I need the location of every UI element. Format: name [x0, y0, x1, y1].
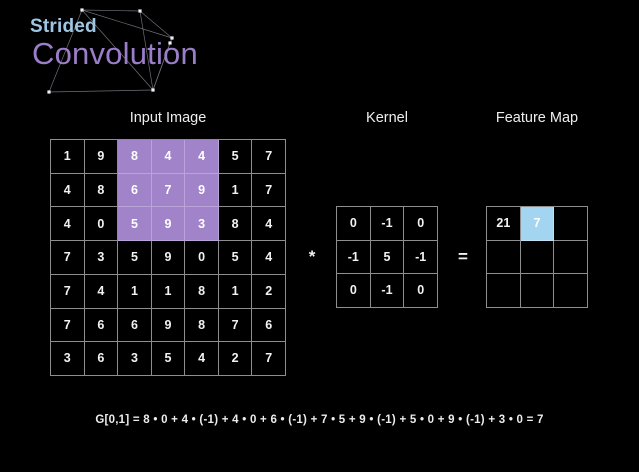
input-image-cell-1-3: 7 [151, 173, 186, 208]
kernel-cell-1-2: -1 [404, 240, 438, 275]
input-image-cell-2-3: 9 [151, 207, 186, 242]
feature-map-cell-0-1: 7 [520, 207, 555, 241]
constellation-node-4 [47, 90, 51, 94]
input-image-cell-1-5: 1 [218, 173, 253, 208]
input-image-cell-4-2: 1 [118, 274, 152, 309]
input-image-cell-1-4: 9 [185, 173, 219, 208]
constellation-node-1 [138, 9, 142, 13]
input-image-cell-3-0: 7 [51, 241, 85, 275]
input-image-cell-3-1: 3 [84, 241, 119, 275]
input-image-cell-1-0: 4 [51, 173, 85, 208]
kernel-cell-1-1: 5 [370, 240, 405, 275]
input-image-cell-4-1: 4 [84, 274, 119, 309]
input-image-cell-0-3: 4 [151, 140, 186, 174]
input-image-cell-5-3: 9 [151, 308, 186, 343]
input-image-cell-6-0: 3 [51, 342, 85, 376]
input-image-cell-0-4: 4 [185, 140, 219, 174]
input-image-cell-3-6: 4 [252, 241, 286, 275]
feature-map-cell-2-0 [487, 274, 521, 308]
input-image-cell-0-5: 5 [218, 140, 253, 174]
constellation-edge-0 [81, 9, 141, 12]
title-line-convolution: Convolution [32, 36, 198, 71]
input-image-cell-1-1: 8 [84, 173, 119, 208]
kernel-cell-2-2: 0 [404, 274, 438, 308]
input-image-cell-4-6: 2 [252, 274, 286, 309]
kernel-cell-2-0: 0 [337, 274, 371, 308]
input-image-cell-4-5: 1 [218, 274, 253, 309]
kernel-cell-0-1: -1 [370, 207, 405, 241]
input-image-cell-5-1: 6 [84, 308, 119, 343]
header-feature-map: Feature Map [495, 110, 579, 126]
kernel-cell-1-0: -1 [337, 240, 371, 275]
input-image-cell-1-2: 6 [118, 173, 152, 208]
equation-caption: G[0,1] = 8 • 0 + 4 • (-1) + 4 • 0 + 6 • … [95, 414, 544, 426]
feature-map-cell-1-2 [554, 240, 588, 275]
kernel-cell-0-2: 0 [404, 207, 438, 241]
input-image-cell-3-4: 0 [185, 241, 219, 275]
feature-map-cell-2-2 [554, 274, 588, 308]
input-image-cell-5-0: 7 [51, 308, 85, 343]
input-image-cell-0-6: 7 [252, 140, 286, 174]
input-image-cell-6-2: 3 [118, 342, 152, 376]
kernel-cell-0-0: 0 [337, 207, 371, 241]
title-line-strided: Strided [30, 16, 97, 37]
constellation-node-0 [80, 8, 84, 12]
input-image-cell-5-4: 8 [185, 308, 219, 343]
input-image-cell-4-3: 1 [151, 274, 186, 309]
input-image-cell-3-2: 5 [118, 241, 152, 275]
input-image-cell-5-2: 6 [118, 308, 152, 343]
input-image-cell-3-3: 9 [151, 241, 186, 275]
title-block: Strided Convolution [0, 0, 260, 100]
input-image-cell-6-1: 6 [84, 342, 119, 376]
header-input-image: Input Image [129, 110, 207, 126]
input-image-cell-6-5: 2 [218, 342, 253, 376]
feature-map-cell-2-1 [520, 274, 555, 308]
feature-map-cell-1-0 [487, 240, 521, 275]
input-image-cell-2-4: 3 [185, 207, 219, 242]
input-image-cell-2-0: 4 [51, 207, 85, 242]
constellation-edge-4 [139, 10, 173, 39]
input-image-cell-2-5: 8 [218, 207, 253, 242]
input-image-cell-6-6: 7 [252, 342, 286, 376]
constellation-edge-8 [48, 89, 154, 93]
constellation-node-5 [151, 88, 155, 92]
input-image-cell-0-2: 8 [118, 140, 152, 174]
input-image-cell-2-1: 0 [84, 207, 119, 242]
feature-map-cell-1-1 [520, 240, 555, 275]
kernel-cell-2-1: -1 [370, 274, 405, 308]
convolution-operator: * [308, 247, 316, 266]
input-image-cell-4-0: 7 [51, 274, 85, 309]
input-image-cell-2-6: 4 [252, 207, 286, 242]
feature-map-cell-0-0: 21 [487, 207, 521, 241]
input-image-cell-5-6: 6 [252, 308, 286, 343]
input-image-cell-0-0: 1 [51, 140, 85, 174]
input-image-cell-6-3: 5 [151, 342, 186, 376]
input-image-cell-2-2: 5 [118, 207, 152, 242]
input-image-cell-3-5: 5 [218, 241, 253, 275]
input-image-cell-1-6: 7 [252, 173, 286, 208]
header-kernel: Kernel [366, 110, 408, 126]
input-image-cell-4-4: 8 [185, 274, 219, 309]
equals-operator: = [458, 247, 468, 266]
input-image-cell-5-5: 7 [218, 308, 253, 343]
feature-map-cell-0-2 [554, 207, 588, 241]
input-image-cell-6-4: 4 [185, 342, 219, 376]
input-image-cell-0-1: 9 [84, 140, 119, 174]
